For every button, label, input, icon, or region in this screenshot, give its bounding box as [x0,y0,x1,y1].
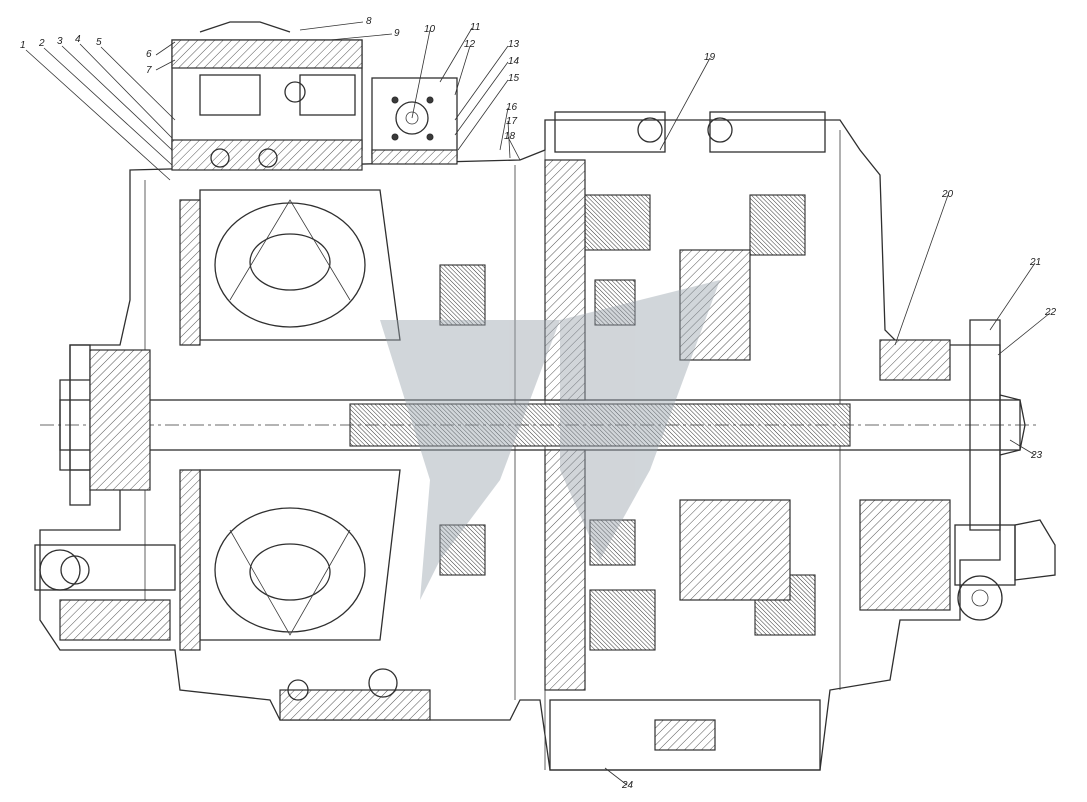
callout-2: 2 [38,38,45,49]
watermark-logo [380,280,720,600]
callout-11: 11 [470,22,480,33]
clutch-packs [439,159,816,691]
callout-12: 12 [464,39,476,50]
callout-19: 19 [704,52,716,63]
input-flange-left [34,349,176,641]
callout-5: 5 [96,37,102,48]
bottom-sump [279,668,821,771]
callout-labels: 1 2 3 4 5 6 7 8 9 10 11 12 13 14 15 16 1… [20,16,1057,791]
callout-4: 4 [75,34,81,45]
callout-16: 16 [506,102,518,113]
callout-13: 13 [508,39,520,50]
callout-1: 1 [20,40,26,51]
callout-24: 24 [621,780,634,791]
torque-converter [179,189,401,651]
callout-15: 15 [508,73,520,84]
top-valve-block [171,21,363,171]
callout-14: 14 [508,56,520,67]
callout-23: 23 [1030,450,1043,461]
callout-6: 6 [146,49,152,60]
output-right [859,339,1056,621]
callout-21: 21 [1029,257,1041,268]
leader-lines [25,21,1051,786]
callout-3: 3 [57,36,63,47]
main-shaft [40,319,1040,531]
callout-10: 10 [424,24,436,35]
callout-8: 8 [366,16,372,27]
callout-7: 7 [146,65,152,76]
top-solenoids [554,111,826,153]
callout-18: 18 [504,131,516,142]
callout-9: 9 [394,28,400,39]
callout-17: 17 [506,116,518,127]
callout-22: 22 [1044,307,1057,318]
control-valve-box [371,77,458,165]
callout-20: 20 [941,189,954,200]
